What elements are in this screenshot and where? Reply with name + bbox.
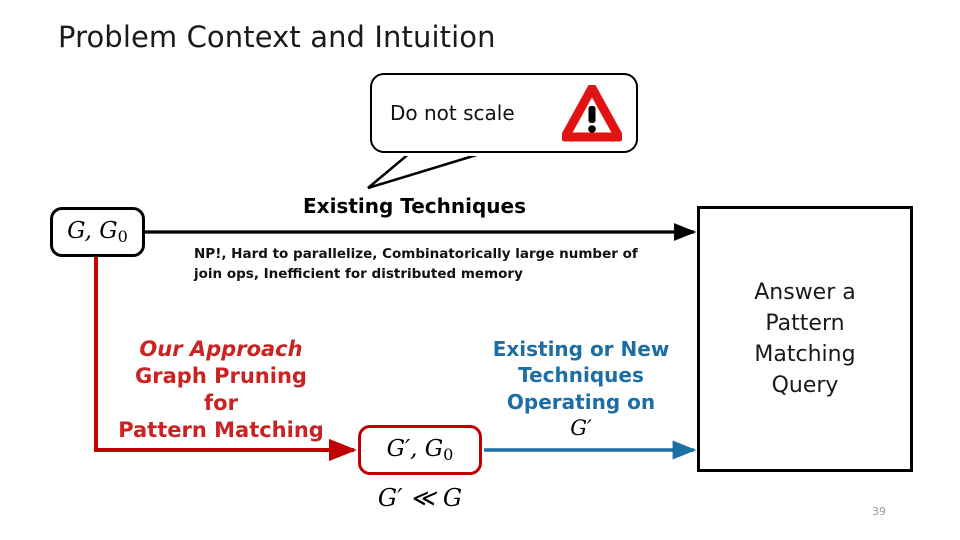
page-title: Problem Context and Intuition	[58, 20, 496, 54]
our-approach-label: Our Approach Graph Pruning for Pattern M…	[118, 336, 324, 444]
new-techniques-line-2: Techniques	[518, 363, 644, 388]
input-node-label: G, G0	[67, 217, 128, 246]
pruned-relation: G′ ≪ G	[358, 484, 482, 512]
output-line-2: Pattern	[765, 310, 845, 336]
callout-bubble: Do not scale	[370, 73, 638, 153]
output-node-box: Answer a Pattern Matching Query	[697, 206, 913, 472]
output-line-1: Answer a	[754, 279, 856, 305]
output-line-4: Query	[771, 373, 839, 399]
callout-text: Do not scale	[390, 101, 515, 125]
our-approach-line-1: Our Approach	[139, 337, 303, 361]
existing-techniques-description: NP!, Hard to parallelize, Combinatorical…	[194, 246, 638, 282]
new-techniques-line-1: Existing or New	[492, 337, 670, 361]
pruned-node-label: G′, G0	[386, 435, 454, 464]
warning-triangle-icon	[562, 85, 622, 142]
our-approach-line-3: Pattern Matching	[118, 417, 324, 442]
new-techniques-line-3: Operating on G′	[506, 389, 656, 441]
new-techniques-label: Existing or New Techniques Operating on …	[472, 336, 690, 443]
arrow-our-approach	[94, 257, 357, 462]
existing-techniques-heading: Existing Techniques	[303, 194, 527, 218]
input-node-box: G, G0	[50, 207, 145, 257]
our-approach-line-2: Graph Pruning for	[135, 363, 307, 415]
pruned-relation-label: G′ ≪ G	[377, 484, 463, 512]
output-node-label: Answer a Pattern Matching Query	[754, 277, 856, 402]
pruned-graph-symbol: G′	[570, 416, 592, 441]
page-number: 39	[872, 505, 886, 518]
output-line-3: Matching	[754, 342, 856, 367]
callout-tail	[367, 150, 484, 190]
pruned-node-box: G′, G0	[358, 425, 482, 475]
